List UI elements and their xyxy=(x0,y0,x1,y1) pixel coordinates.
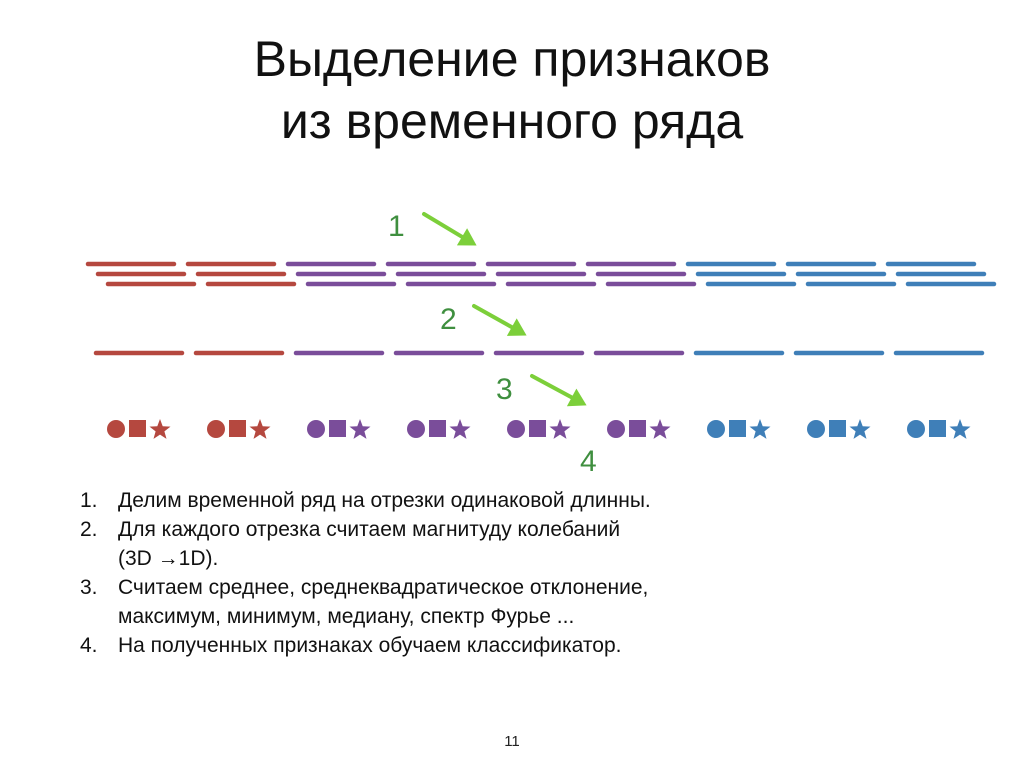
list-item-text: Считаем среднее, среднеквадратическое от… xyxy=(118,576,649,599)
segment-3d xyxy=(385,261,497,287)
star-icon xyxy=(549,419,571,439)
step-label-2: 2 xyxy=(440,303,457,336)
segment-3d xyxy=(685,261,797,287)
square-icon xyxy=(129,420,146,437)
feature-group xyxy=(307,419,371,439)
list-item-text: (3D →1D). xyxy=(118,547,219,570)
segment-3d xyxy=(185,261,297,287)
segment-features xyxy=(107,419,971,439)
star-icon xyxy=(849,419,871,439)
segmented-series-3d xyxy=(85,261,997,287)
circle-icon xyxy=(907,420,925,438)
circle-icon xyxy=(107,420,125,438)
segment-3d xyxy=(785,261,897,287)
list-item-number: 3. xyxy=(80,576,98,599)
feature-group xyxy=(407,419,471,439)
segment-3d xyxy=(585,261,697,287)
segment-3d xyxy=(485,261,597,287)
list-item-number: 1. xyxy=(80,489,98,512)
arrow-icon xyxy=(472,304,527,336)
list-item-number: 4. xyxy=(80,634,98,657)
circle-icon xyxy=(707,420,725,438)
feature-group xyxy=(107,419,171,439)
circle-icon xyxy=(607,420,625,438)
square-icon xyxy=(829,420,846,437)
circle-icon xyxy=(407,420,425,438)
list-item-number: 2. xyxy=(80,518,98,541)
list-item-text: На полученных признаках обучаем классифи… xyxy=(118,634,622,657)
list-item: 2. Для каждого отрезка считаем магнитуду… xyxy=(80,515,960,544)
step-label-1: 1 xyxy=(388,210,405,243)
step-label-3: 3 xyxy=(496,373,513,406)
steps-list: 1. Делим временной ряд на отрезки одинак… xyxy=(80,486,960,660)
square-icon xyxy=(729,420,746,437)
square-icon xyxy=(329,420,346,437)
star-icon xyxy=(649,419,671,439)
list-item-continuation: максимум, минимум, медиану, спектр Фурье… xyxy=(80,602,960,631)
list-item: 4. На полученных признаках обучаем класс… xyxy=(80,631,960,660)
list-item-text: максимум, минимум, медиану, спектр Фурье… xyxy=(118,605,575,628)
slide-title: Выделение признаков из временного ряда xyxy=(0,28,1024,152)
feature-group xyxy=(607,419,671,439)
square-icon xyxy=(229,420,246,437)
segment-3d xyxy=(885,261,997,287)
feature-group xyxy=(907,419,971,439)
list-item: 3. Считаем среднее, среднеквадратическое… xyxy=(80,573,960,602)
pipeline-diagram xyxy=(75,173,997,439)
square-icon xyxy=(429,420,446,437)
star-icon xyxy=(749,419,771,439)
star-icon xyxy=(149,419,171,439)
feature-group xyxy=(207,419,271,439)
circle-icon xyxy=(807,420,825,438)
arrow-icon xyxy=(422,212,477,246)
segment-3d xyxy=(285,261,397,287)
circle-icon xyxy=(307,420,325,438)
square-icon xyxy=(629,420,646,437)
square-icon xyxy=(529,420,546,437)
list-item-text: Делим временной ряд на отрезки одинаково… xyxy=(118,489,651,512)
list-item: 1. Делим временной ряд на отрезки одинак… xyxy=(80,486,960,515)
list-item-continuation: (3D →1D). xyxy=(80,544,960,573)
feature-group xyxy=(807,419,871,439)
list-item-text: Для каждого отрезка считаем магнитуду ко… xyxy=(118,518,621,541)
circle-icon xyxy=(507,420,525,438)
arrow-icon xyxy=(530,374,587,407)
circle-icon xyxy=(207,420,225,438)
star-icon xyxy=(449,419,471,439)
segment-3d xyxy=(85,261,197,287)
square-icon xyxy=(929,420,946,437)
feature-group xyxy=(507,419,571,439)
star-icon xyxy=(949,419,971,439)
step-arrows xyxy=(422,212,587,407)
raw-time-series xyxy=(75,173,957,199)
title-line-1: Выделение признаков xyxy=(253,31,771,87)
star-icon xyxy=(349,419,371,439)
page-number: 11 xyxy=(504,733,520,750)
step-label-4: 4 xyxy=(580,445,597,478)
feature-group xyxy=(707,419,771,439)
title-line-2: из временного ряда xyxy=(280,93,744,149)
star-icon xyxy=(249,419,271,439)
